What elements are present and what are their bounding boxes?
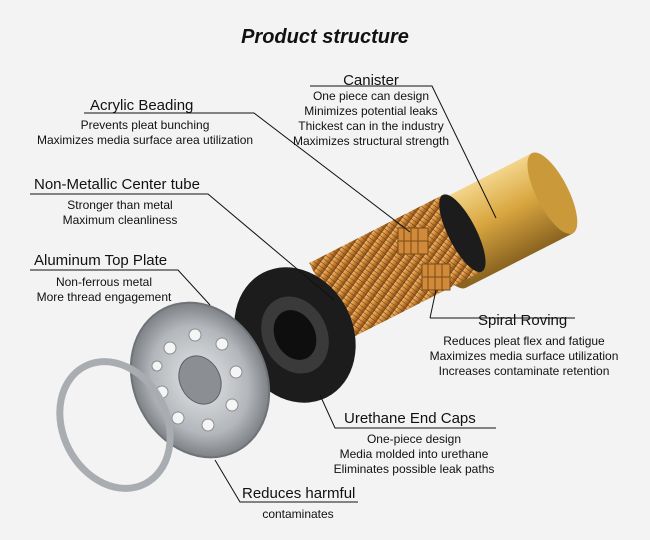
callout-spiral-heading: Spiral Roving [478,312,568,329]
callout-top-plate-line: More thread engagement [36,290,172,304]
callout-end-caps: Urethane End Caps [344,410,476,427]
callout-acrylic-heading: Acrylic Beading [90,97,194,114]
callout-center-tube-line: Maximum cleanliness [62,213,178,227]
callout-spiral-roving: Spiral Roving [478,312,567,329]
callout-end-caps-line: Media molded into urethane [339,447,489,461]
callout-harmful-line: contaminates [262,507,334,521]
page-title: Product structure [241,26,409,48]
callout-harmful-heading: Reduces harmful [242,485,356,502]
callout-canister: Canister One piece can design Minimizes … [290,72,452,149]
callout-center-tube-body: Stronger than metal Maximum cleanliness [50,198,190,228]
callout-end-caps-body: One-piece design Media molded into ureth… [326,432,502,477]
callout-spiral-body: Reduces pleat flex and fatigue Maximizes… [418,334,630,379]
leader-lines [30,85,575,503]
callout-acrylic-beading: Acrylic Beading [90,97,193,114]
callout-spiral-line: Increases contaminate retention [438,364,610,378]
callout-canister-heading: Canister [343,72,399,89]
callout-acrylic-line: Maximizes media surface area utilization [36,133,254,147]
callout-top-plate: Aluminum Top Plate [34,252,167,269]
callout-center-tube-line: Stronger than metal [67,198,173,212]
callout-center-tube: Non-Metallic Center tube [34,176,200,193]
callout-canister-line: Thickest can in the industry [298,119,444,133]
callout-top-plate-heading: Aluminum Top Plate [34,252,168,269]
callout-top-plate-line: Non-ferrous metal [55,275,153,289]
callout-reduces-harmful: Reduces harmful [242,485,355,502]
callout-canister-line: Minimizes potential leaks [304,104,438,118]
callout-spiral-line: Reduces pleat flex and fatigue [443,334,605,348]
callout-canister-line: One piece can design [312,89,430,103]
pleated-filter-shape [309,194,486,340]
callout-center-tube-heading: Non-Metallic Center tube [34,176,200,193]
callout-canister-line: Maximizes structural strength [292,134,450,148]
seal-ring-shape [56,358,174,492]
callout-acrylic-line: Prevents pleat bunching [80,118,210,132]
callout-end-caps-heading: Urethane End Caps [344,410,476,427]
callout-end-caps-line: One-piece design [366,432,462,446]
callout-spiral-line: Maximizes media surface utilization [429,349,619,363]
callout-end-caps-line: Eliminates possible leak paths [333,462,495,476]
callout-harmful-body: contaminates [240,507,356,522]
callout-acrylic-body: Prevents pleat bunching Maximizes media … [30,118,260,148]
callout-top-plate-body: Non-ferrous metal More thread engagement [34,275,174,305]
